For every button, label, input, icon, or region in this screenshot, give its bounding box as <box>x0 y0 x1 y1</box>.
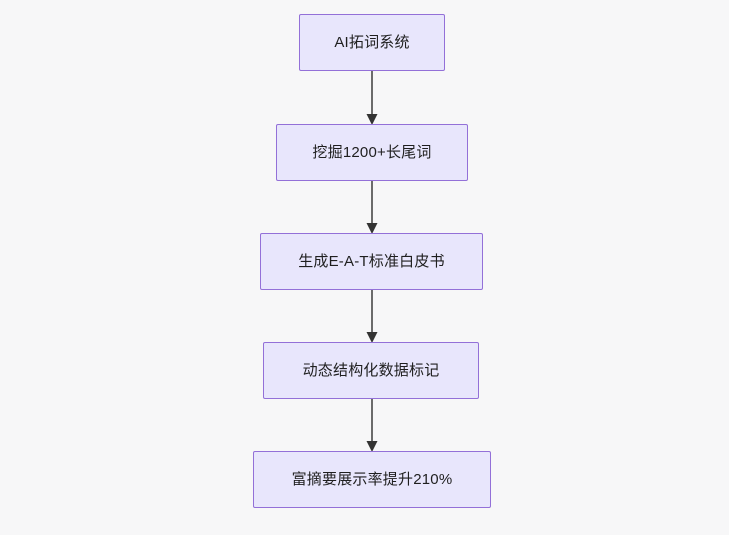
flow-node-ai-keyword-system[interactable]: AI拓词系统 <box>299 14 445 71</box>
flow-node-label: 挖掘1200+长尾词 <box>312 144 432 161</box>
flow-node-label: AI拓词系统 <box>334 34 410 51</box>
flow-node-label: 动态结构化数据标记 <box>302 362 440 379</box>
flow-node-structured-data-markup[interactable]: 动态结构化数据标记 <box>263 342 479 399</box>
edge-n2-n3 <box>366 179 378 234</box>
edge-n1-n2 <box>366 69 378 125</box>
flow-node-longtail-keywords[interactable]: 挖掘1200+长尾词 <box>276 124 468 181</box>
flow-node-rich-snippet-result[interactable]: 富摘要展示率提升210% <box>253 451 491 508</box>
flow-node-label: 富摘要展示率提升210% <box>291 471 453 488</box>
flow-node-label: 生成E-A-T标准白皮书 <box>298 253 445 270</box>
edge-n3-n4 <box>366 288 378 343</box>
flow-node-eat-whitepaper[interactable]: 生成E-A-T标准白皮书 <box>260 233 483 290</box>
edge-n4-n5 <box>366 397 378 452</box>
